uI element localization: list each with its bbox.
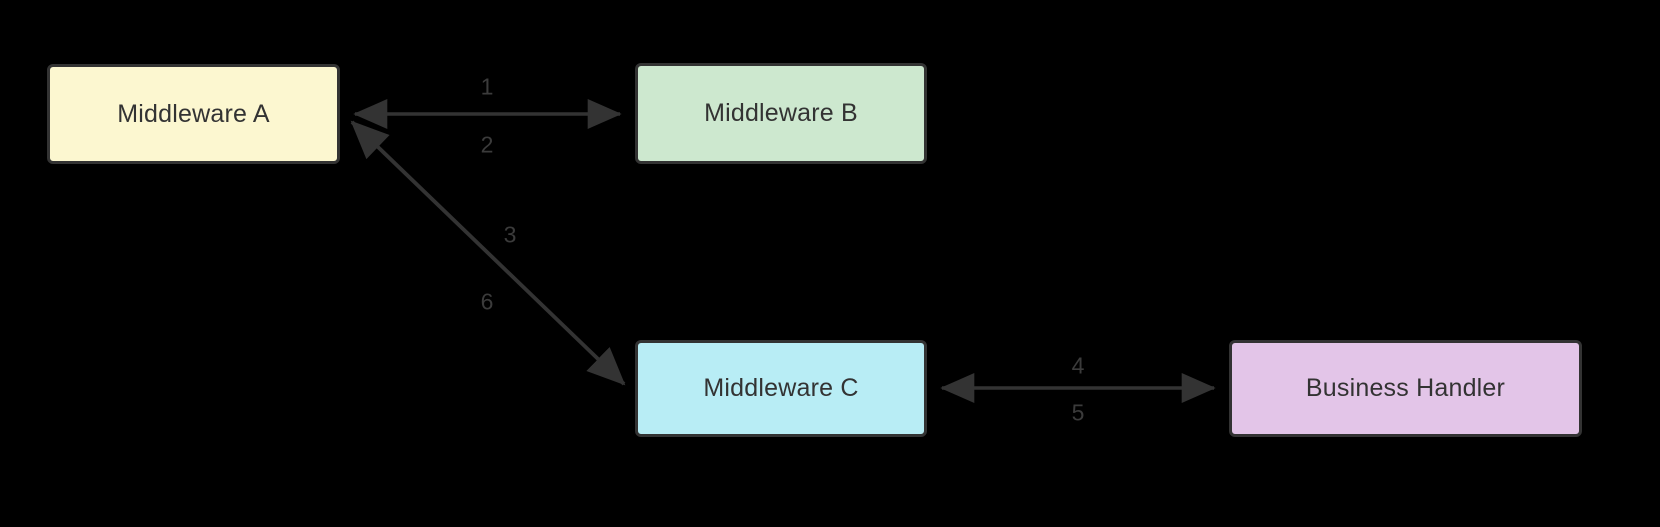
edge-label-3: 3 bbox=[503, 221, 517, 248]
node-middleware-a-label: Middleware A bbox=[117, 99, 270, 128]
node-business-handler[interactable]: Business Handler bbox=[1229, 340, 1582, 437]
edge-label-4: 4 bbox=[1071, 352, 1085, 379]
edge-label-5: 5 bbox=[1071, 399, 1085, 426]
edge-middleware-a-to-middleware-c bbox=[350, 120, 626, 386]
node-middleware-a[interactable]: Middleware A bbox=[47, 64, 340, 164]
node-middleware-b-label: Middleware B bbox=[704, 99, 858, 127]
edge-label-1: 1 bbox=[480, 73, 494, 100]
node-middleware-b[interactable]: Middleware B bbox=[635, 63, 927, 164]
node-middleware-c[interactable]: Middleware C bbox=[635, 340, 927, 437]
edge-label-2: 2 bbox=[480, 131, 494, 158]
node-business-handler-label: Business Handler bbox=[1305, 374, 1506, 402]
edge-label-6: 6 bbox=[480, 288, 494, 315]
node-middleware-c-label: Middleware C bbox=[703, 374, 859, 402]
